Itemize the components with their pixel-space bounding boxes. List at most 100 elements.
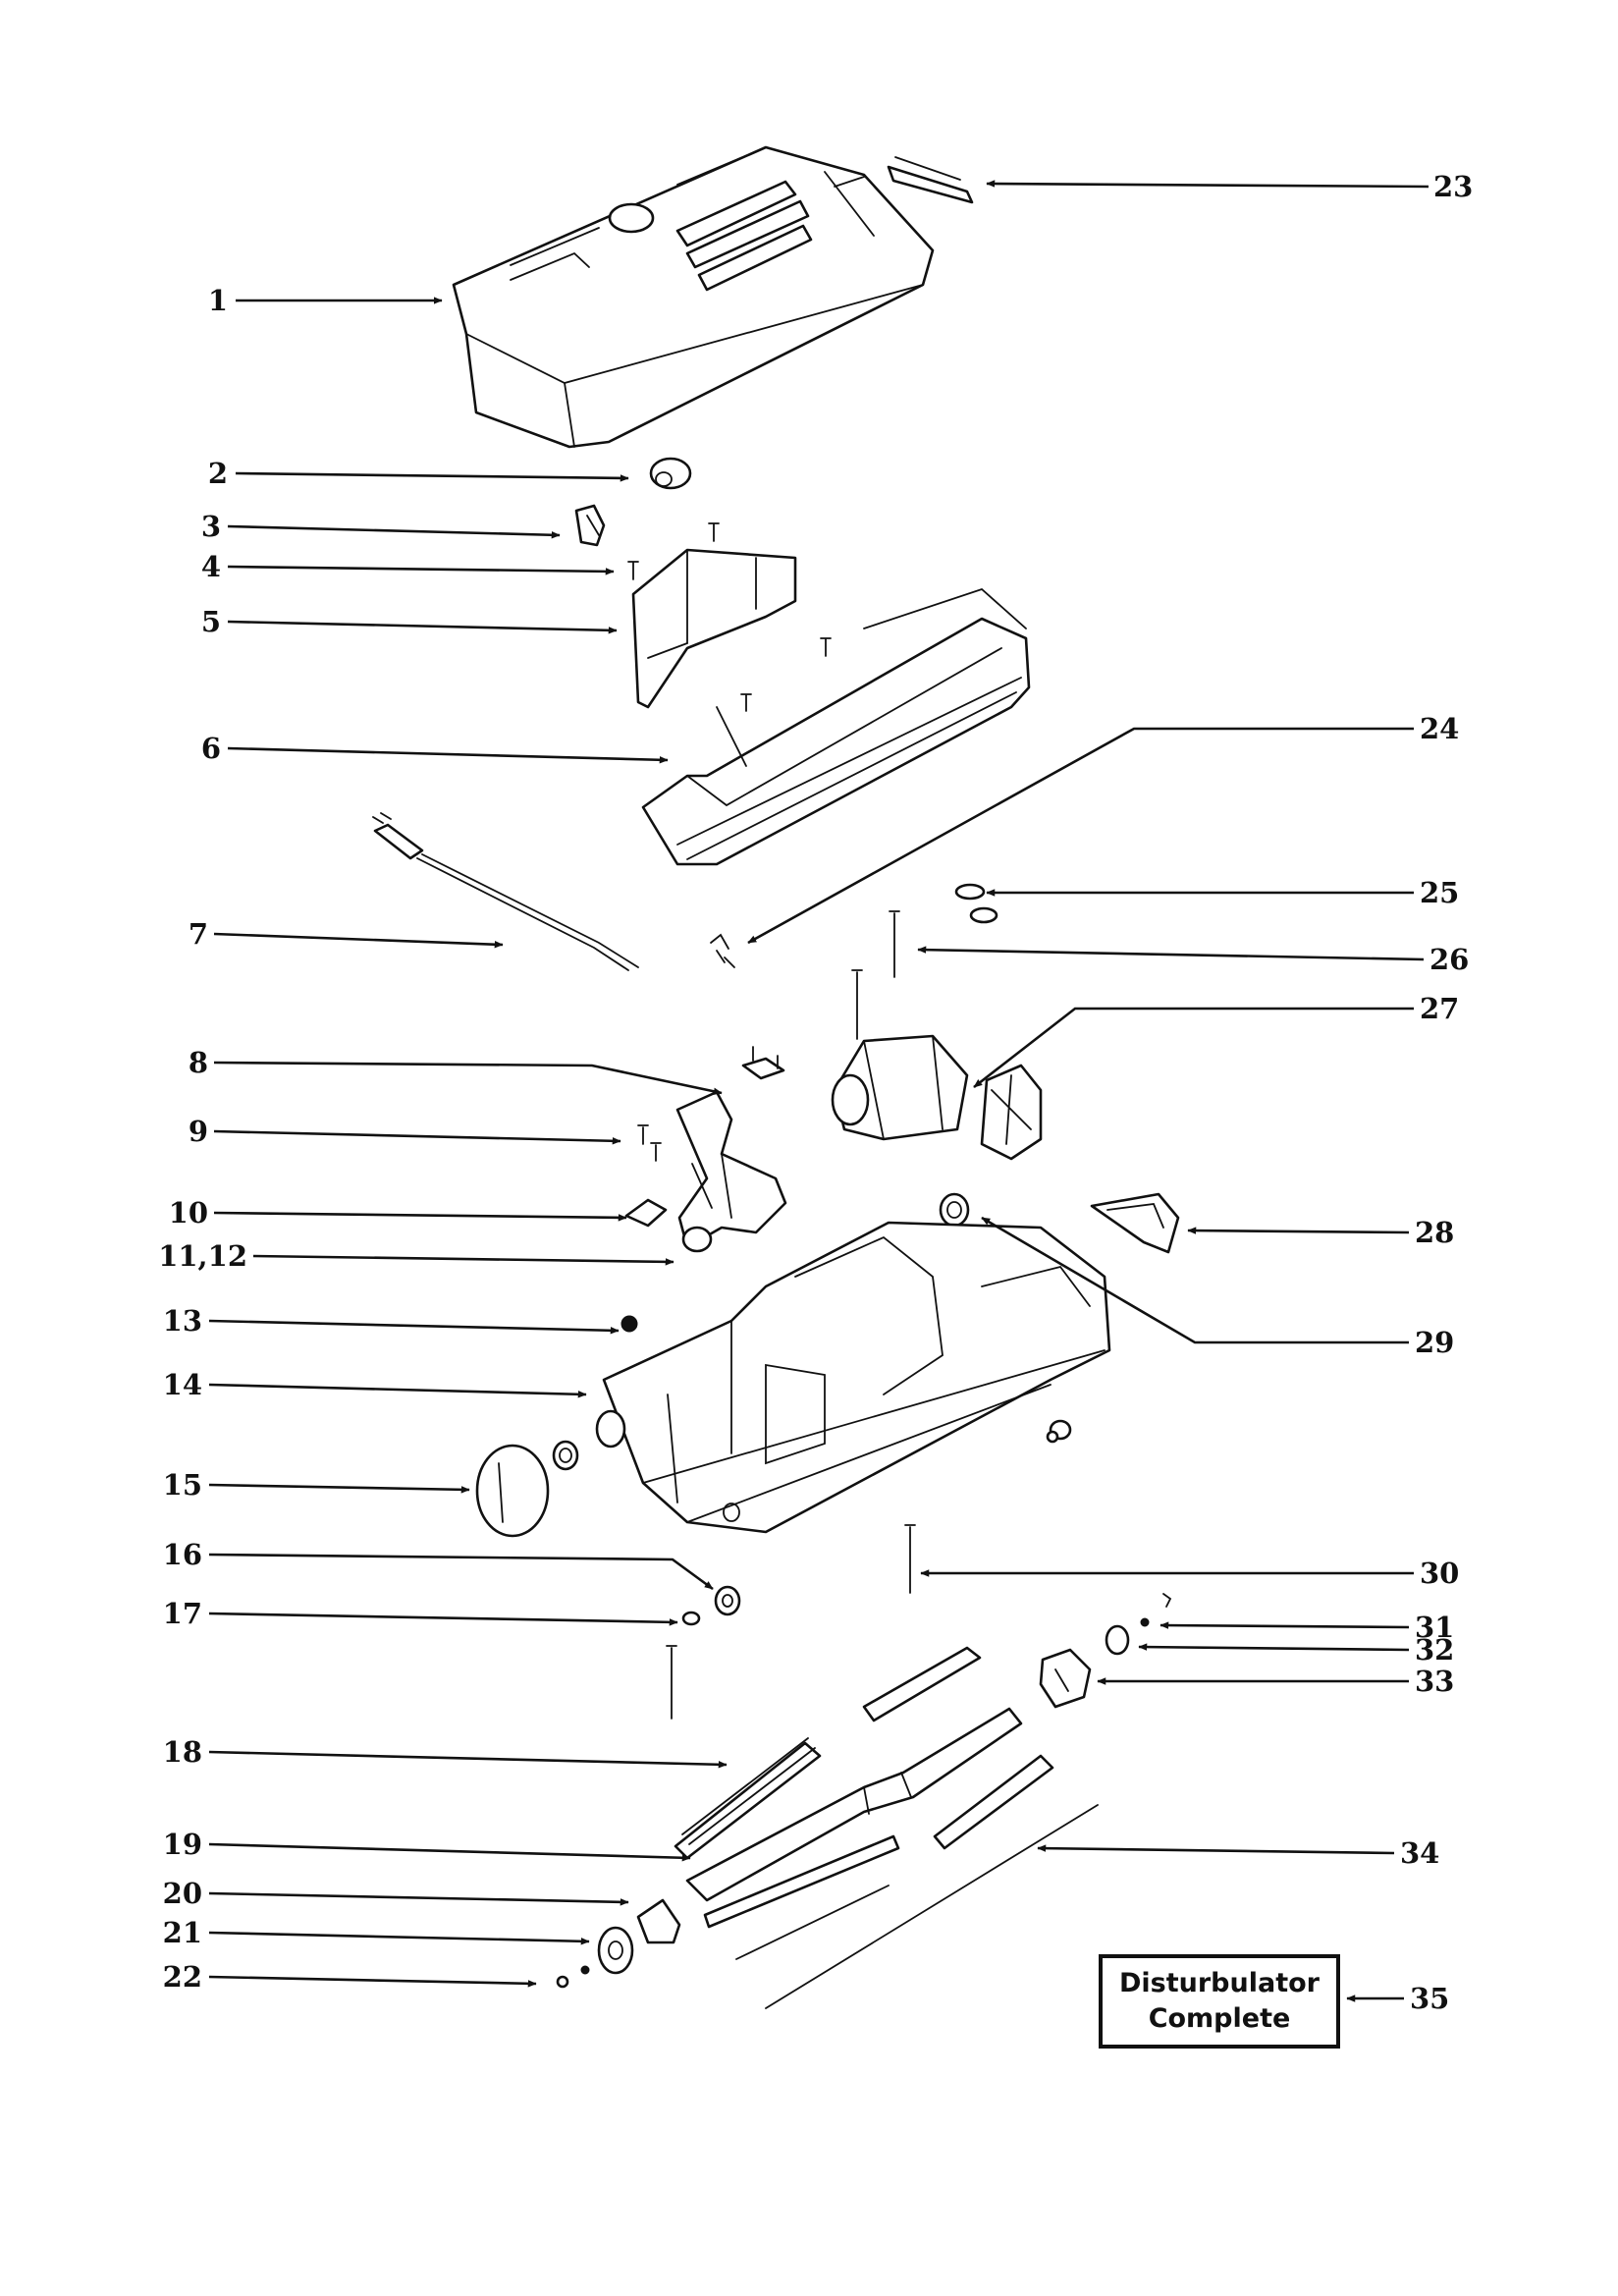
part-30-screw: [904, 1524, 916, 1594]
leader-3: [227, 524, 561, 539]
leader-9: [213, 1129, 621, 1145]
part-5-lamp-housing: [631, 548, 797, 709]
part-14-base-housing: [595, 1221, 1111, 1534]
part-15-washer: [552, 1440, 579, 1471]
leader-7: [213, 932, 504, 949]
leader-2: [235, 471, 629, 482]
part-13-ball: [620, 1315, 638, 1333]
callout-6: 6: [201, 732, 221, 765]
leader-28: [1187, 1227, 1410, 1234]
leader-6: [227, 746, 669, 764]
leader-27: [973, 1007, 1414, 1089]
callout-9: 9: [189, 1115, 208, 1148]
callout-33: 33: [1415, 1665, 1454, 1698]
leader-14: [208, 1383, 587, 1398]
callout-28: 28: [1415, 1216, 1454, 1249]
leader-32: [1138, 1643, 1410, 1652]
callout-25: 25: [1420, 876, 1459, 909]
callout-26: 26: [1429, 943, 1469, 976]
leader-13: [208, 1319, 620, 1335]
callout-3: 3: [201, 510, 221, 543]
part-15-end-cap: [475, 1444, 550, 1538]
part-25-grommets: [954, 883, 998, 924]
part-8-switch: [741, 1046, 785, 1080]
part-6-bumper-frame: [641, 587, 1031, 866]
callout-29: 29: [1415, 1326, 1454, 1359]
part-2-bulb: [649, 457, 692, 490]
callout-11-12: 11,12: [158, 1239, 247, 1273]
leader-21: [208, 1931, 590, 1945]
callout-35: 35: [1410, 1982, 1449, 2015]
leader-29: [981, 1216, 1409, 1344]
callout-27: 27: [1420, 992, 1459, 1025]
leader-8: [213, 1061, 723, 1095]
callout-30: 30: [1420, 1557, 1459, 1590]
callout-19: 19: [163, 1828, 202, 1861]
callout-10: 10: [169, 1196, 208, 1230]
leader-31: [1160, 1621, 1410, 1629]
part-20-end-cap: [636, 1898, 681, 1944]
part-17-bushing: [681, 1611, 701, 1626]
callout-22: 22: [163, 1960, 202, 1994]
part-17-screw: [666, 1645, 677, 1720]
leader-34: [1037, 1844, 1395, 1855]
part-26-long-screws: [851, 910, 900, 1040]
part-29-washer: [939, 1192, 970, 1228]
leader-26: [917, 946, 1425, 961]
part-24-cord-clip: [710, 933, 735, 968]
leader-10: [213, 1211, 627, 1222]
callout-20: 20: [163, 1877, 202, 1910]
callout-13: 13: [163, 1304, 202, 1338]
callout-7: 7: [189, 917, 208, 951]
callout-23: 23: [1433, 170, 1473, 203]
callout-labels: 1 2 3 4 5 6 7 8 9 10 11,12 13 14 15 16 1…: [158, 170, 1473, 2015]
callout-24: 24: [1420, 712, 1459, 745]
callout-16: 16: [163, 1538, 202, 1571]
callout-2: 2: [208, 457, 228, 490]
leader-23: [986, 180, 1429, 189]
callout-17: 17: [163, 1597, 202, 1630]
part-10-bracket: [624, 1198, 668, 1228]
leader-24: [747, 727, 1414, 945]
leader-lines: [208, 180, 1429, 2002]
part-31-32-33-end-parts: [1039, 1593, 1172, 1709]
part-16-bearing: [714, 1585, 741, 1616]
leader-11-12: [252, 1254, 674, 1266]
part-21-bearing: [597, 1926, 634, 1975]
part-27-motor: [831, 1034, 1043, 1161]
part-4-screws: [627, 522, 832, 712]
leader-16: [208, 1553, 714, 1591]
part-28-belt: [1090, 1192, 1180, 1254]
disturbulator-complete-box: Disturbulator Complete: [1099, 1954, 1340, 2049]
leader-22: [208, 1975, 537, 1988]
callout-34: 34: [1400, 1836, 1439, 1870]
callout-15: 15: [163, 1468, 202, 1502]
note-box-line-2: Complete: [1148, 2003, 1291, 2034]
leader-5: [227, 620, 618, 634]
part-23-clip: [887, 156, 974, 204]
callout-18: 18: [163, 1735, 202, 1769]
leader-17: [208, 1612, 678, 1626]
part-9-screws: [637, 1124, 662, 1162]
callout-21: 21: [163, 1916, 202, 1949]
part-11-12-nozzle-tube: [675, 1090, 787, 1253]
callout-14: 14: [163, 1368, 202, 1401]
leader-20: [208, 1891, 629, 1906]
part-22-washers: [556, 1965, 590, 1989]
part-7-power-cord: [372, 812, 639, 971]
part-1-hood-cover: [452, 145, 935, 449]
callout-4: 4: [201, 550, 221, 583]
leader-4: [227, 565, 615, 575]
callout-5: 5: [201, 605, 221, 638]
part-18-19-brushroll: [674, 1646, 1099, 2009]
callout-1: 1: [208, 284, 228, 317]
callout-32: 32: [1415, 1633, 1454, 1667]
leader-19: [208, 1842, 691, 1862]
part-3-bulb-socket: [574, 504, 606, 547]
callout-31: 31: [1415, 1611, 1454, 1644]
leader-18: [208, 1750, 728, 1769]
leader-15: [208, 1483, 470, 1494]
note-box-line-1: Disturbulator: [1119, 1968, 1320, 1998]
callout-8: 8: [189, 1046, 208, 1079]
